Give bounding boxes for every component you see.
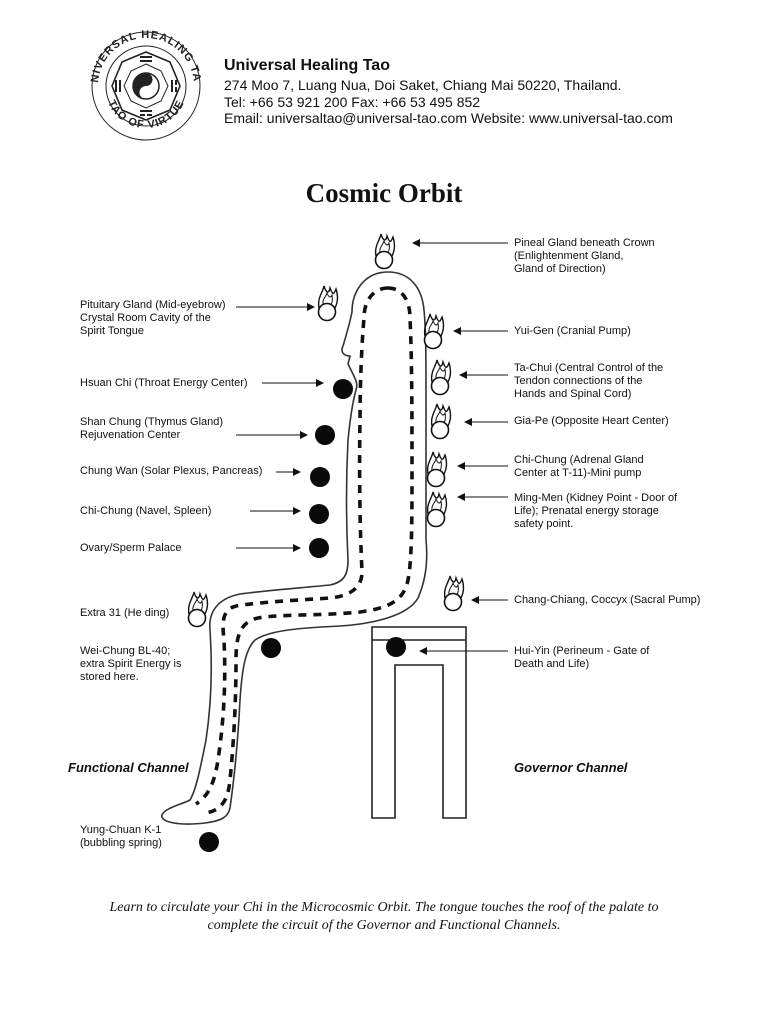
page-title: Cosmic Orbit [305, 178, 463, 208]
chi-chung-adrenal-flame [426, 451, 448, 488]
sperm-palace-point [309, 538, 329, 558]
functional-channel-label: Functional Channel [68, 760, 189, 775]
coccyx-flame [443, 575, 465, 612]
solar-plexus-point [310, 467, 330, 487]
org-email: Email: universaltao@universal-tao.com We… [224, 110, 673, 126]
caption: Learn to circulate your Chi in the Micro… [40, 899, 728, 935]
body-outline [161, 271, 428, 825]
orbit-channel [194, 286, 414, 815]
label-yung-chuan: Yung-Chuan K-1(bubbling spring) [80, 824, 162, 849]
pituitary-flame [317, 285, 339, 322]
org-address: 274 Moo 7, Luang Nua, Doi Saket, Chiang … [224, 77, 622, 93]
label-chi-chung-navel: Chi-Chung (Navel, Spleen) [80, 505, 212, 517]
label-chang-chiang: Chang-Chiang, Coccyx (Sacral Pump) [514, 594, 701, 606]
caption-line-1: Learn to circulate your Chi in the Micro… [109, 900, 659, 915]
wei-chung-point [261, 638, 281, 658]
org-name: Universal Healing Tao [224, 57, 390, 74]
caption-line-2: complete the circuit of the Governor and… [207, 918, 561, 933]
label-hsuan-chi: Hsuan Chi (Throat Energy Center) [80, 377, 248, 389]
ta-chui-flame [430, 359, 452, 396]
governor-channel-label: Governor Channel [514, 760, 628, 775]
label-yui-gen: Yui-Gen (Cranial Pump) [514, 325, 631, 337]
label-ovary-sperm: Ovary/Sperm Palace [80, 542, 182, 554]
yui-gen-flame [423, 313, 445, 350]
label-extra-31: Extra 31 (He ding) [80, 607, 170, 619]
label-pituitary: Pituitary Gland (Mid-eyebrow)Crystal Roo… [80, 299, 226, 337]
pineal-flame [374, 233, 396, 270]
label-shan-chung: Shan Chung (Thymus Gland)Rejuvenation Ce… [80, 416, 224, 441]
logo: UNIVERSAL HEALING TAO TAO OF VIRTUE [0, 0, 202, 141]
org-phone: Tel: +66 53 921 200 Fax: +66 53 495 852 [224, 94, 481, 110]
label-pineal: Pineal Gland beneath Crown(Enlightenment… [514, 237, 655, 275]
pointer-arrows [236, 239, 508, 655]
throat-point [333, 379, 353, 399]
label-gia-pe: Gia-Pe (Opposite Heart Center) [514, 415, 669, 427]
label-chung-wan: Chung Wan (Solar Plexus, Pancreas) [80, 465, 263, 477]
thymus-point [315, 425, 335, 445]
ming-men-flame [426, 491, 448, 528]
extra-31-flame [187, 591, 209, 628]
navel-point [309, 504, 329, 524]
perineum-point [386, 637, 406, 657]
bubbling-spring-point [199, 832, 219, 852]
gia-pe-flame [430, 403, 452, 440]
chair [371, 626, 467, 819]
